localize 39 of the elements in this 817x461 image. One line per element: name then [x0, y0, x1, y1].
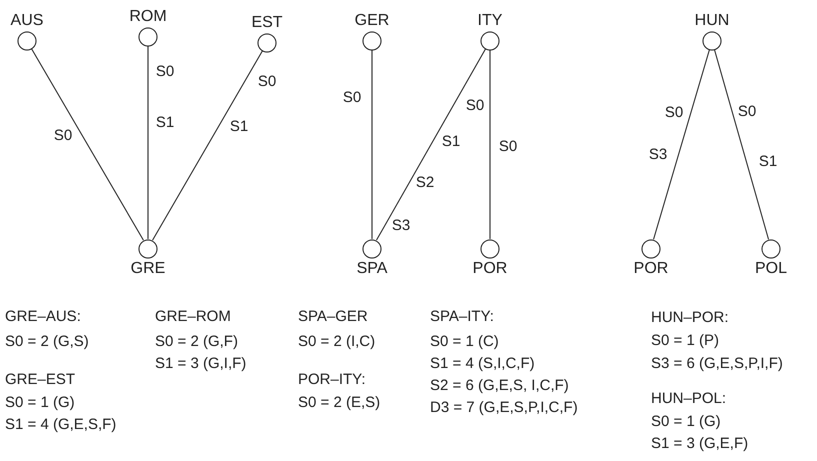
- connector-line: [376, 48, 486, 241]
- note-text: S1 = 3 (G,I,F): [155, 355, 246, 373]
- note-text: S0 = 2 (I,C): [298, 333, 376, 351]
- node-label: POL: [754, 259, 787, 279]
- note-text: S0 = 1 (G): [5, 394, 75, 412]
- node-label: SPA: [356, 259, 388, 279]
- node-label: GRE: [130, 259, 166, 279]
- connector-line: [152, 50, 263, 241]
- note-text: S1 = 4 (G,E,S,F): [5, 416, 116, 434]
- node-label: POR: [472, 259, 508, 279]
- note-text: HUN–POL:: [651, 390, 726, 408]
- node-label: GER: [354, 11, 390, 31]
- node-label: HUN: [694, 11, 730, 31]
- note-text: S1 = 4 (S,I,C,F): [430, 355, 535, 373]
- node-label: EST: [251, 13, 283, 33]
- note-text: S0 = 2 (E,S): [298, 394, 380, 412]
- note-text: S0 = 1 (G): [651, 413, 721, 431]
- note-text: S2 = 6 (G,E,S, I,C,F): [430, 377, 569, 395]
- note-text: POR–ITY:: [298, 371, 366, 389]
- node-label: ITY: [478, 11, 502, 31]
- note-text: S0 = 1 (P): [651, 332, 719, 350]
- connector-line: [31, 48, 144, 241]
- note-text: S0 = 2 (G,F): [155, 333, 238, 351]
- connector-line: [653, 49, 710, 240]
- note-text: D3 = 7 (G,E,S,P,I,C,F): [430, 399, 578, 417]
- node-label: AUS: [10, 11, 44, 31]
- note-text: S0 = 1 (C): [430, 333, 499, 351]
- node-label: ROM: [129, 7, 167, 27]
- note-text: GRE–ROM: [155, 308, 231, 326]
- note-text: GRE–EST: [5, 371, 76, 389]
- node-label: POR: [634, 259, 668, 279]
- connector-line: [714, 49, 770, 240]
- note-text: S0 = 2 (G,S): [5, 333, 89, 351]
- note-text: GRE–AUS:: [5, 308, 81, 326]
- note-text: HUN–POR:: [651, 309, 729, 327]
- note-text: SPA–ITY:: [430, 308, 494, 326]
- note-text: S3 = 6 (G,E,S,P,I,F): [651, 355, 783, 373]
- note-text: S1 = 3 (G,E,F): [651, 435, 748, 453]
- note-text: SPA–GER: [298, 308, 368, 326]
